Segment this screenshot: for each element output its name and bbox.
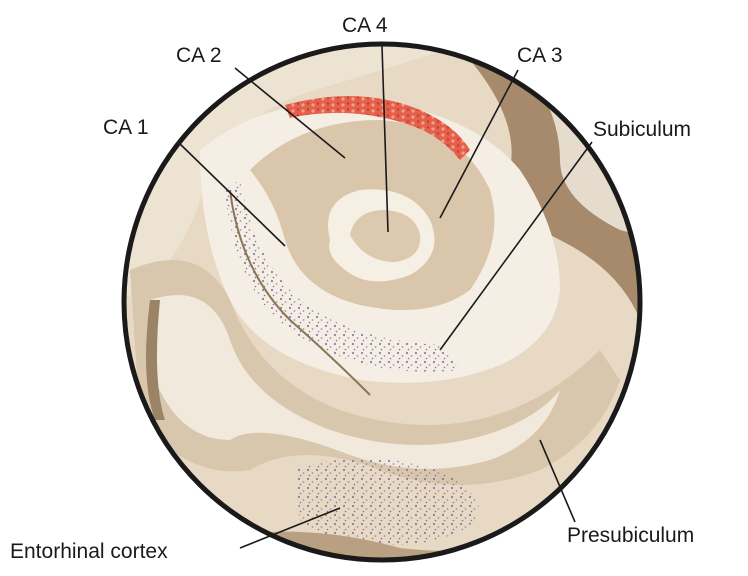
label-presubiculum: Presubiculum (567, 524, 694, 547)
tissue-section (100, 30, 670, 570)
label-ca4: CA 4 (342, 14, 388, 37)
label-ca1: CA 1 (103, 116, 149, 139)
label-ca2: CA 2 (176, 44, 222, 67)
label-ca3: CA 3 (517, 44, 563, 67)
label-subiculum: Subiculum (593, 118, 691, 141)
label-entorhinal: Entorhinal cortex (10, 540, 168, 563)
